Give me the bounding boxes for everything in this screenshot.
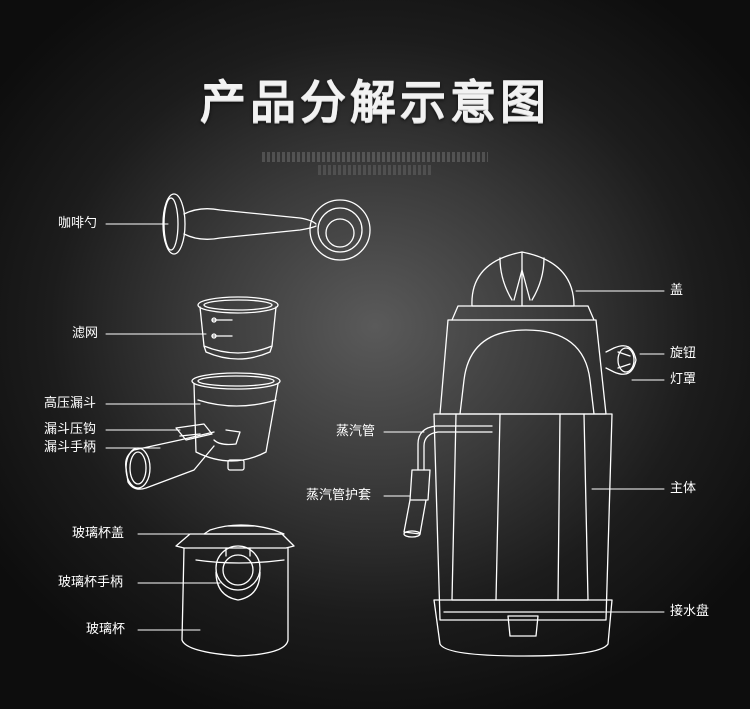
label-funnel-handle: 漏斗手柄 [44,440,97,455]
label-coffee-spoon: 咖啡勺 [58,216,98,231]
label-knob: 旋钮 [670,346,697,361]
label-steam-pipe: 蒸汽管 [336,424,376,439]
label-high-pressure-funnel: 高压漏斗 [44,396,97,411]
label-main-body: 主体 [670,481,697,496]
decorative-subtitle-rule-2 [318,165,432,175]
coffee-spoon-drawing [162,193,371,261]
filter-drawing [197,296,279,360]
machine-drawing [403,251,637,657]
glass-cup-drawing [175,524,295,657]
leader-lines [105,223,665,631]
label-glass-cup: 玻璃杯 [86,622,126,637]
label-glass-cup-lid: 玻璃杯盖 [72,526,125,541]
funnel-drawing [125,372,281,490]
label-funnel-hook: 漏斗压钩 [44,422,97,437]
label-lamp-cover: 灯罩 [670,372,697,387]
decorative-subtitle-rule [262,152,488,162]
label-lid: 盖 [670,283,684,298]
page-title: 产品分解示意图 [200,75,550,129]
label-glass-cup-handle: 玻璃杯手柄 [58,575,124,590]
label-drip-tray: 接水盘 [670,604,710,619]
label-steam-pipe-sleeve: 蒸汽管护套 [306,488,372,503]
label-filter: 滤网 [72,326,99,341]
